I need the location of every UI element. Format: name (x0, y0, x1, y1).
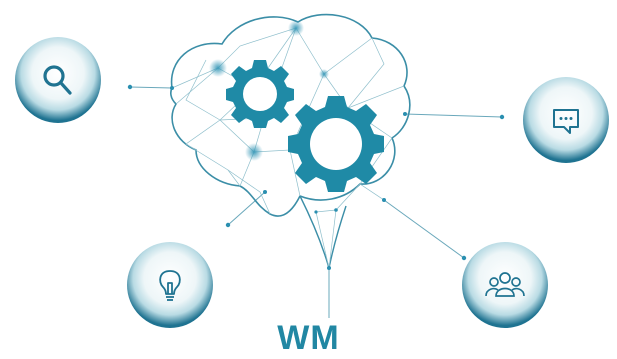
lightbulb-icon (159, 270, 181, 301)
glow-node (319, 69, 329, 79)
connector-team (383, 199, 465, 259)
small-gear-icon (226, 60, 294, 128)
connector-chat (404, 113, 503, 118)
glow-node (245, 143, 263, 161)
connector-search (129, 86, 173, 89)
search-node (15, 37, 101, 123)
glow-node (288, 20, 304, 36)
idea-node (127, 242, 213, 328)
chat-bubble-icon (553, 109, 579, 134)
people-group-icon (485, 272, 525, 297)
glow-node (209, 59, 227, 77)
team-node (462, 242, 548, 328)
connector-lines (129, 86, 503, 318)
connector-idea (227, 191, 266, 226)
chat-node (523, 77, 609, 163)
magnifier-icon (43, 65, 72, 95)
large-gear-icon (288, 96, 384, 192)
endpoint-dots (127, 84, 505, 270)
brand-logo-text: WM (277, 319, 340, 357)
